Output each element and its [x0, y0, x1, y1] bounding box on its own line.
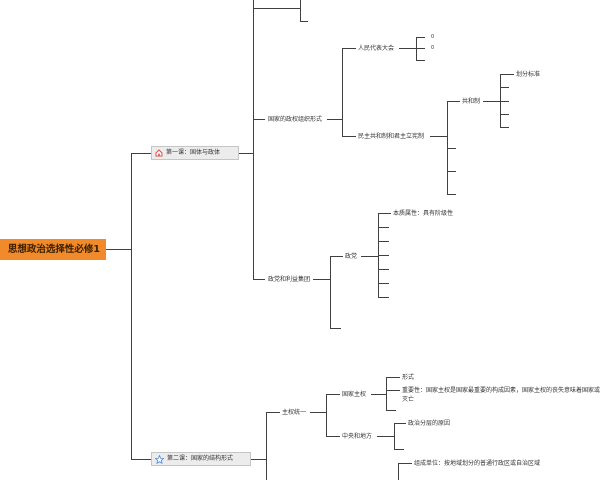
party-node[interactable]: 政党	[345, 253, 358, 260]
central-local-reason-node[interactable]: 政治分层的原因	[408, 420, 451, 427]
republic-node[interactable]: 共和制	[462, 98, 481, 105]
parties-node[interactable]: 政党和利益集团	[268, 276, 311, 283]
lesson1-node[interactable]: 第一课：国体与政体	[151, 146, 239, 160]
constitutional-node[interactable]: 民主共和制和君主立宪制	[358, 133, 425, 140]
lesson2-node[interactable]: 第二课：国家的结构形式	[151, 452, 251, 466]
home-icon	[155, 149, 163, 157]
form-node[interactable]: 国家的政权组织形式	[268, 116, 323, 123]
unitary-node[interactable]: 主权统一	[282, 409, 307, 416]
central-local-node[interactable]: 中央和地方	[342, 433, 373, 440]
sovereignty-importance-node[interactable]: 重要性：国家主权是国家最重要的构成因素，国家主权的丧失意味着国家或灭亡	[402, 387, 600, 403]
party-essence-node[interactable]: 本质属性：具有阶级性	[393, 210, 454, 217]
unit-node[interactable]: 组成单位：按地域划分的普通行政区或自治区域	[414, 460, 541, 467]
lesson2-label: 第二课：国家的结构形式	[167, 455, 234, 462]
sovereignty-node[interactable]: 国家主权	[342, 391, 367, 398]
lesson1-label: 第一课：国体与政体	[166, 149, 221, 156]
npc-mark-1: 0	[431, 34, 435, 40]
root-node[interactable]: 思想政治选择性必修1	[0, 239, 106, 260]
criteria-node[interactable]: 划分标准	[516, 71, 541, 78]
sovereignty-form-node[interactable]: 形式	[402, 374, 415, 381]
npc-node[interactable]: 人民代表大会	[358, 45, 395, 52]
star-icon	[155, 454, 164, 464]
npc-mark-2: 0	[431, 45, 435, 51]
